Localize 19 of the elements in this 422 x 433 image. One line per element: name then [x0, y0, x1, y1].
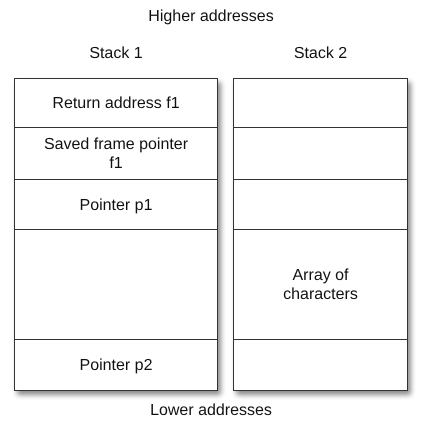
address-label: Higher addresses	[148, 8, 274, 26]
slot-text: Saved frame pointer f1	[42, 135, 190, 173]
empty-stack-slot	[233, 78, 408, 129]
stack-slot	[14, 127, 218, 181]
empty-stack-slot	[233, 127, 408, 181]
column-heading: Stack 1	[89, 45, 143, 63]
stack-slot	[14, 78, 218, 129]
slot-text: Pointer p1	[80, 196, 152, 214]
slot-text: Pointer p2	[80, 356, 152, 374]
stack-slot	[233, 229, 408, 341]
column-heading: Stack 2	[294, 45, 348, 63]
slot-text: Array of characters	[282, 266, 359, 304]
empty-stack-slot	[233, 179, 408, 231]
address-label: Lower addresses	[150, 402, 272, 420]
stack-slot	[14, 179, 218, 231]
stack-slot	[14, 339, 218, 391]
empty-stack-slot	[14, 229, 218, 341]
empty-stack-slot	[233, 339, 408, 391]
slot-text: Return address f1	[52, 94, 180, 113]
